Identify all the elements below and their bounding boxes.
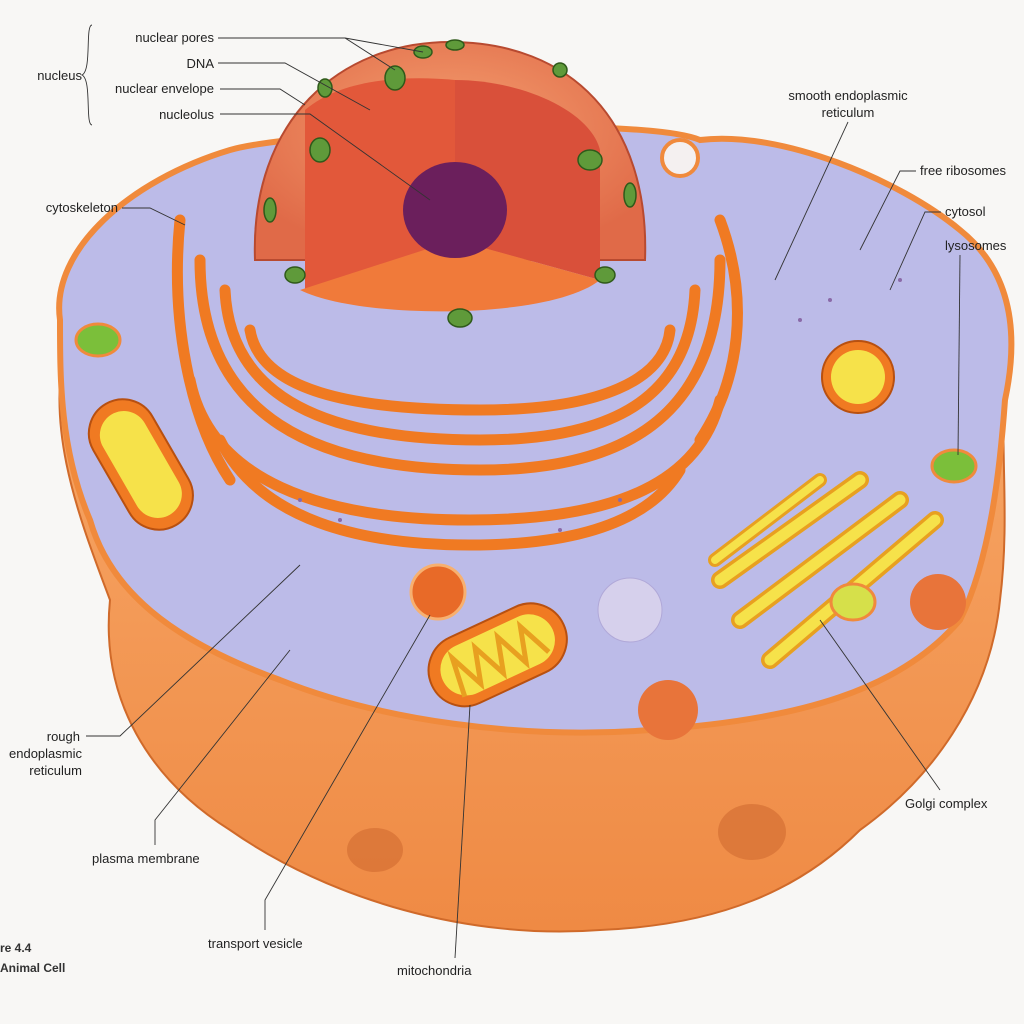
label-rough-er-2: endoplasmic: [9, 746, 82, 761]
transport-vesicle-shape: [409, 563, 467, 621]
label-nucleus: nucleus: [37, 68, 82, 83]
label-nuclear-pores: nuclear pores: [135, 30, 214, 45]
membrane-dimple: [718, 804, 786, 860]
label-free-ribosomes: free ribosomes: [920, 163, 1006, 178]
lysosomes-shapes: [74, 138, 978, 740]
label-dna: DNA: [187, 56, 215, 71]
leader-lines: [81, 24, 961, 959]
label-golgi-complex: Golgi complex: [905, 796, 988, 811]
label-transport-vesicle: transport vesicle: [208, 936, 303, 951]
rough-er: [171, 214, 743, 551]
label-cytosol: cytosol: [945, 204, 986, 219]
mitochondria-shapes: [87, 340, 895, 708]
label-plasma-membrane: plasma membrane: [92, 851, 200, 866]
label-rough-er-3: reticulum: [29, 763, 82, 778]
label-nuclear-envelope: nuclear envelope: [115, 81, 214, 96]
label-nucleolus: nucleolus: [159, 107, 214, 122]
nucleolus-shape: [403, 162, 507, 258]
nucleus: [253, 39, 647, 328]
figure-title: Animal Cell: [0, 961, 65, 975]
label-lysosomes: lysosomes: [945, 238, 1007, 253]
label-smooth-er-2: reticulum: [822, 105, 875, 120]
label-cytoskeleton: cytoskeleton: [46, 200, 118, 215]
label-smooth-er-1: smooth endoplasmic: [788, 88, 908, 103]
label-rough-er-1: rough: [47, 729, 80, 744]
figure-number: re 4.4: [0, 941, 32, 955]
membrane-dimple: [347, 828, 403, 872]
label-mitochondria: mitochondria: [397, 963, 472, 978]
